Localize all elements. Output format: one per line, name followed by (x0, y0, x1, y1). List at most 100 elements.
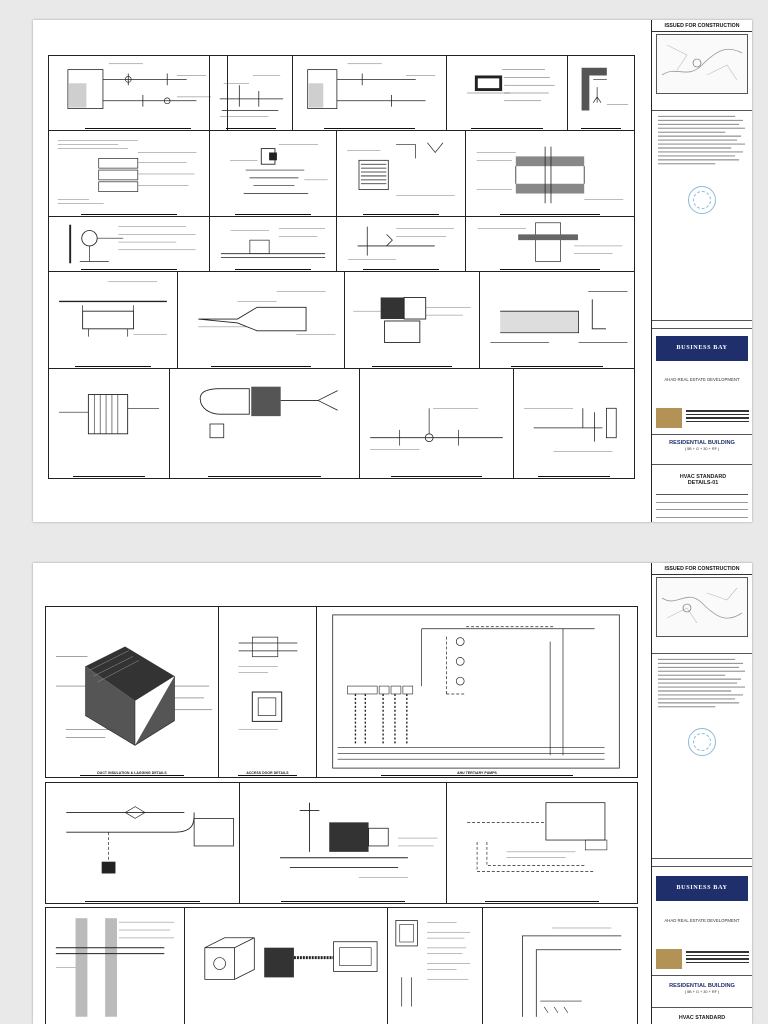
detail-panel: DUCT INSULATION & LAGGING DETAILS (45, 606, 219, 778)
divider (652, 975, 752, 976)
detail-caption (360, 476, 513, 477)
detail-panel (169, 368, 360, 479)
project-title: RESIDENTIAL BUILDING ( 5B + G + 30 + RF … (652, 983, 752, 994)
project-name: RESIDENTIAL BUILDING (669, 983, 735, 989)
detail-panel (292, 55, 447, 131)
detail-caption (49, 214, 209, 215)
detail-caption (480, 366, 634, 367)
detail-panel (177, 271, 345, 369)
detail-panel (184, 907, 388, 1024)
consultant-details (686, 949, 749, 969)
detail-caption (210, 269, 336, 270)
drawing-area: DUCT INSULATION & LAGGING DETAILS ACCESS… (33, 563, 650, 1024)
detail-panel (336, 130, 466, 217)
detail-panel (479, 271, 635, 369)
detail-panel (359, 368, 514, 479)
drawing-title: HVAC STANDARD (678, 1015, 726, 1021)
notes-text-block (657, 658, 746, 708)
divider (652, 1007, 752, 1008)
detail-sketch (522, 927, 622, 1017)
vx-logo (656, 408, 682, 428)
detail-sketch (280, 802, 438, 878)
detail-sketch (199, 386, 338, 439)
detail-panel (48, 368, 170, 479)
detail-panel (465, 130, 635, 217)
issue-status: ISSUED FOR CONSTRUCTION (652, 566, 752, 575)
consultant-details (686, 408, 749, 428)
detail-panel (209, 216, 337, 272)
detail-panel (209, 55, 293, 131)
detail-sketch (219, 75, 284, 117)
drawing-sheet-1: ISSUED FOR CONSTRUCTION BUSINESS BAY (33, 20, 752, 522)
detail-caption (447, 901, 637, 902)
drawing-sheet-2: DUCT INSULATION & LAGGING DETAILS ACCESS… (33, 563, 752, 1024)
detail-caption: AHU TERTIARY PUMPS (317, 771, 637, 776)
detail-panel (45, 907, 185, 1024)
divider (652, 320, 752, 321)
detail-caption: ACCESS DOOR DETAILS (219, 771, 316, 776)
detail-panel (446, 782, 638, 904)
detail-panel (465, 216, 635, 272)
detail-panel (336, 216, 466, 272)
detail-sketch (307, 63, 436, 109)
detail-caption (170, 476, 359, 477)
divider (652, 434, 752, 435)
detail-sketch (353, 297, 471, 343)
detail-sketch (55, 646, 213, 746)
detail-sketch (204, 937, 378, 980)
detail-sketch (66, 806, 234, 874)
detail-sketch (476, 146, 624, 204)
detail-caption (345, 366, 479, 367)
project-subtitle: ( 5B + G + 30 + RF ) (684, 990, 720, 994)
detail-caption (337, 269, 465, 270)
drawing-title: HVAC STANDARD DETAILS-01 (679, 474, 727, 487)
engineer-stamp (688, 728, 716, 756)
detail-sketch (67, 63, 212, 109)
detail-sketch (467, 802, 608, 872)
divider (652, 328, 752, 329)
detail-panel (344, 271, 480, 369)
detail-caption: DUCT INSULATION & LAGGING DETAILS (46, 771, 218, 776)
divider (652, 866, 752, 867)
detail-caption (49, 476, 169, 477)
divider (652, 858, 752, 859)
detail-sketch (238, 636, 298, 730)
divider (652, 464, 752, 465)
detail-panel (513, 368, 635, 479)
detail-sketch (347, 226, 455, 260)
issue-status: ISSUED FOR CONSTRUCTION (652, 23, 752, 32)
divider (652, 110, 752, 111)
general-notes (656, 655, 748, 727)
detail-sketch (581, 67, 629, 111)
detail-caption (178, 366, 344, 367)
notes-text-block (657, 115, 746, 165)
detail-caption (466, 214, 634, 215)
project-name: RESIDENTIAL BUILDING (669, 440, 735, 446)
project-title: RESIDENTIAL BUILDING ( 5B + G + 30 + RF … (652, 440, 752, 451)
detail-panel (239, 782, 447, 904)
business-bay-logo: BUSINESS BAY (656, 876, 748, 901)
detail-caption (466, 269, 634, 270)
detail-sketch (58, 394, 160, 435)
detail-sketch (69, 224, 196, 264)
detail-sketch (59, 281, 167, 337)
vx-logo (656, 949, 682, 969)
title-block: ISSUED FOR CONSTRUCTION BUSINESS BAY (651, 20, 752, 522)
detail-sketch (523, 407, 617, 452)
detail-caption (337, 214, 465, 215)
detail-panel (45, 782, 240, 904)
detail-sketch (230, 144, 328, 194)
detail-caption (46, 901, 239, 902)
detail-caption (49, 128, 227, 129)
detail-panel (48, 216, 210, 272)
engineer-stamp (688, 186, 716, 214)
detail-sketch (55, 918, 175, 1017)
developer-name: AHAD REAL ESTATE DEVELOPMENT (664, 918, 740, 923)
detail-sketch (395, 920, 471, 1007)
business-bay-logo: BUSINESS BAY (656, 336, 748, 361)
developer-name: AHAD REAL ESTATE DEVELOPMENT (664, 377, 740, 382)
detail-caption (568, 128, 634, 129)
detail-panel (567, 55, 635, 131)
detail-sketch (347, 142, 455, 196)
detail-panel (387, 907, 483, 1024)
